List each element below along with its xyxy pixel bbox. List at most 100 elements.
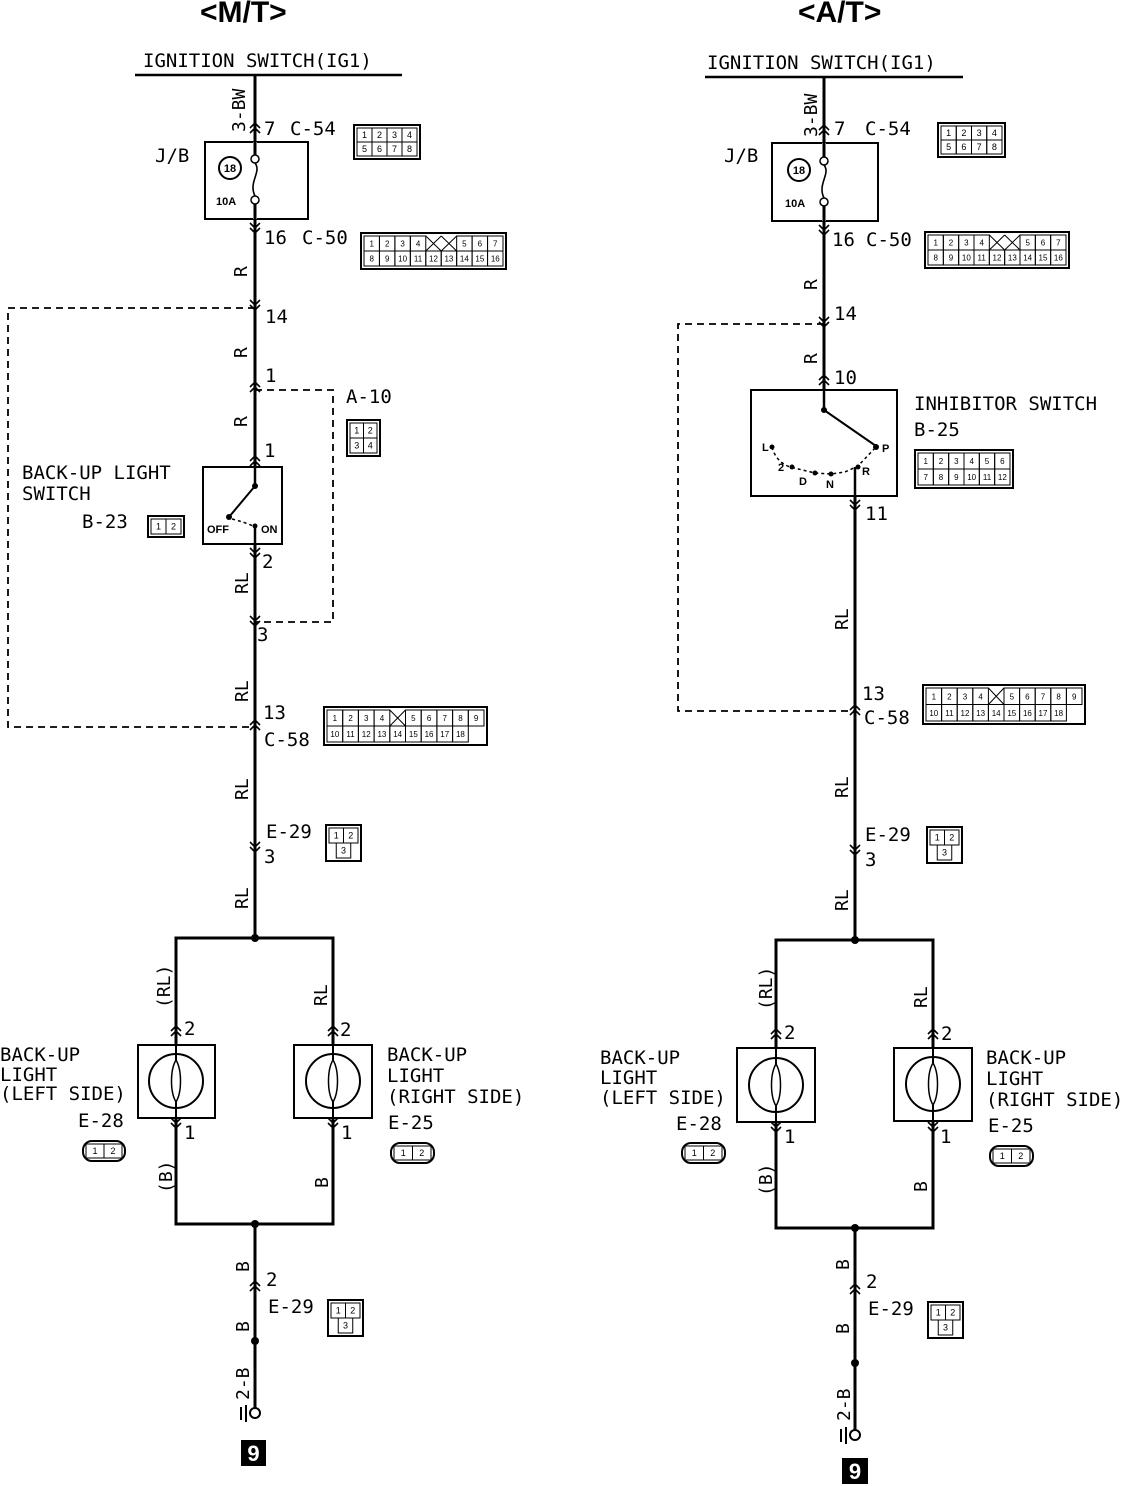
connector-pin-number: 7: [1056, 239, 1061, 248]
connector-pin-number: 5: [1025, 239, 1030, 248]
connector-pin-number: 2: [419, 1148, 424, 1158]
at-c54-label: C-54: [865, 118, 911, 140]
mt-left-lamp-label-3: (LEFT SIDE): [0, 1083, 126, 1105]
at-wire-b2: B: [833, 1323, 854, 1334]
connector-pin-number: 1: [92, 1146, 97, 1156]
connector-pin-number: 2: [110, 1146, 115, 1156]
at-wire-rl-right: RL: [911, 986, 932, 1008]
connector-pin-number: 1: [362, 130, 367, 140]
connector-pin-number: 3: [954, 457, 959, 466]
mt-pin-14: 14: [265, 306, 288, 328]
connector-pin-number: 9: [385, 255, 390, 264]
connector-pin-number: 6: [1000, 457, 1005, 466]
mt-wire-b-left: (B): [156, 1160, 177, 1193]
at-pos-l: L: [762, 442, 769, 454]
at-e28-label: E-28: [676, 1113, 722, 1135]
at-wire-rl-left: (RL): [756, 967, 777, 1010]
at-right-lamp-label-1: BACK-UP: [986, 1047, 1066, 1069]
mt-branch-top: [174, 936, 335, 1045]
connector-pin-number: 15: [409, 730, 418, 739]
at-left-lamp-label-3: (LEFT SIDE): [600, 1087, 726, 1109]
connector-pin-number: 3: [963, 692, 968, 701]
connector-blank-cell: [425, 235, 442, 252]
connector-pin-cell: [1050, 249, 1067, 266]
connector-pin-number: 1: [369, 240, 374, 249]
connector-pin-number: 13: [377, 730, 386, 739]
connector-pin-cell: [337, 1317, 354, 1334]
connector-pin-cell: [1011, 1148, 1031, 1164]
connector-pin-cell: [936, 844, 953, 861]
connector-pin-number: 11: [346, 730, 355, 739]
connector-pin-number: 3: [977, 128, 982, 138]
at-branch-top: [774, 938, 935, 1048]
mt-e28-label: E-28: [78, 1110, 124, 1132]
mt-c54-pin: 7: [264, 118, 275, 140]
connector-pin-number: 4: [992, 128, 997, 138]
connector-pin-number: 10: [398, 255, 407, 264]
at-c50-pin: 16: [832, 229, 855, 251]
connector-pin-number: 12: [961, 709, 970, 718]
at-inhibitor-lever-icon: [823, 409, 877, 447]
connector-pin-number: 3: [943, 1323, 948, 1333]
connector-pin-number: 12: [429, 255, 438, 264]
at-pos-n: N: [826, 479, 834, 491]
at-wire-rl1: RL: [832, 608, 853, 630]
mt-wire-r1: R: [231, 266, 252, 277]
connector-pin-number: 1: [692, 1148, 697, 1158]
connector-pin-number: 5: [985, 457, 990, 466]
mt-wire-b2: B: [233, 1321, 254, 1332]
connector-blank-cell: [988, 234, 1006, 251]
mt-fuse-number-circle: [218, 156, 242, 180]
connector-pin-cell: [103, 1143, 123, 1159]
mt-wire-rl4: RL: [232, 887, 253, 909]
connector-pin-number: 12: [993, 254, 1002, 263]
connector-pin-cell: [487, 250, 504, 267]
connector-pin-number: 7: [923, 473, 928, 482]
mt-switch-off: OFF: [207, 524, 229, 536]
connector-pin-number: 3: [354, 441, 359, 451]
mt-wire-rl-right: RL: [311, 984, 332, 1006]
connector-pin-number: 13: [444, 255, 453, 264]
mt-switch-blade-icon: [228, 485, 256, 518]
connector-pin-number: 1: [333, 714, 338, 723]
connector-pin-number: 1: [933, 239, 938, 248]
connector-pin-number: 15: [475, 255, 484, 264]
mt-switch-label-2: SWITCH: [22, 483, 91, 505]
connector-pin-number: 1: [932, 692, 937, 701]
mt-ignition-switch-label: IGNITION SWITCH(IG1): [143, 50, 372, 72]
at-wire-rl3: RL: [832, 889, 853, 911]
at-e25-label: E-25: [988, 1115, 1034, 1137]
connector-pin-number: 6: [1041, 239, 1046, 248]
at-right-lamp-label-2: LIGHT: [986, 1068, 1043, 1090]
connector-pin-number: 14: [992, 709, 1001, 718]
connector-pin-number: 9: [1072, 692, 1077, 701]
connector-pin-number: 7: [977, 142, 982, 152]
at-left-lamp-label-1: BACK-UP: [600, 1047, 680, 1069]
mt-pin1-right: 1: [341, 1122, 352, 1144]
at-ignition-switch-label: IGNITION SWITCH(IG1): [707, 52, 936, 74]
connector-blank-cell: [1004, 234, 1021, 251]
mt-e29a-label: E-29: [266, 821, 312, 843]
connector-pin-number: 1: [935, 833, 940, 843]
at-wire-b-left: (B): [756, 1163, 777, 1196]
connector-pin-number: 13: [976, 709, 985, 718]
at-pin-10: 10: [834, 367, 857, 389]
connector-pin-number: 4: [368, 441, 373, 451]
connector-pin-number: 18: [1054, 709, 1063, 718]
connector-pin-number: 1: [354, 426, 359, 436]
at-branch-bottom: [774, 1121, 935, 1230]
mt-a10-label: A-10: [346, 386, 392, 408]
at-b25-label: B-25: [914, 419, 960, 441]
connector-pin-cell: [412, 1145, 432, 1161]
connector-pin-number: 8: [458, 714, 463, 723]
connector-pin-number: 2: [350, 1306, 355, 1316]
at-wire-3bw: 3-BW: [801, 93, 822, 137]
connector-pin-number: 2: [950, 1308, 955, 1318]
connector-pin-number: 14: [1023, 254, 1032, 263]
at-c58-label: C-58: [864, 707, 910, 729]
